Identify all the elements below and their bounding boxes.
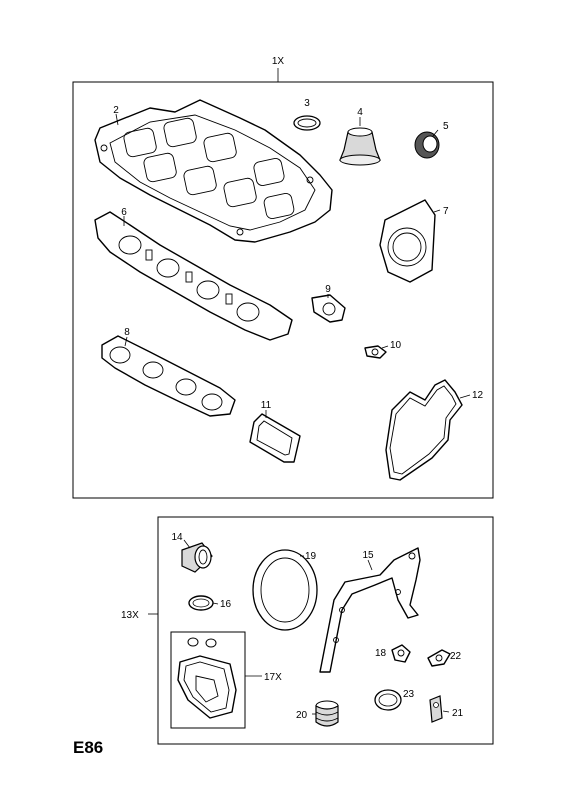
oil-cooler-gasket-set[interactable]: [177, 637, 237, 719]
flat-ring-gasket[interactable]: [252, 549, 318, 631]
callout-16: 16: [220, 599, 232, 610]
callout-15: 15: [362, 550, 374, 561]
callout-10: 10: [390, 340, 402, 351]
callout-8: 8: [124, 327, 130, 338]
stem-seal[interactable]: [339, 127, 381, 166]
callout-5: 5: [443, 121, 449, 132]
leader-10: [381, 345, 389, 349]
callout-14: 14: [171, 532, 183, 543]
callout-18: 18: [375, 648, 387, 659]
o-ring-16[interactable]: [188, 595, 214, 611]
leader-14: [183, 539, 191, 549]
callout-12: 12: [472, 390, 484, 401]
o-ring-23[interactable]: [374, 689, 402, 711]
leader-5: [432, 129, 439, 137]
callout-21: 21: [452, 708, 464, 719]
callout-9: 9: [325, 284, 331, 295]
kit-1x-frame: [72, 81, 494, 499]
leader-12: [459, 394, 471, 399]
long-cover-gasket[interactable]: [319, 547, 421, 673]
rectangular-gasket[interactable]: [249, 413, 301, 463]
leader-7: [433, 209, 441, 213]
leader-21: [442, 710, 450, 713]
intake-manifold-gasket[interactable]: [94, 211, 293, 341]
cylinder-head-gasket[interactable]: [94, 99, 333, 243]
page-code: E86: [73, 738, 103, 757]
callout-20: 20: [296, 710, 308, 721]
small-flange-22[interactable]: [427, 649, 451, 667]
callout-11: 11: [261, 400, 272, 411]
small-flange-18[interactable]: [391, 644, 411, 663]
callout-23: 23: [403, 689, 415, 700]
callout-3: 3: [304, 98, 310, 109]
callout-7: 7: [443, 206, 449, 217]
oil-seal[interactable]: [414, 131, 440, 159]
leader-2: [115, 113, 119, 126]
leader-16: [212, 602, 219, 605]
callout-6: 6: [121, 207, 127, 218]
kit-1x-label: 1X: [272, 56, 285, 67]
exhaust-manifold-gasket[interactable]: [101, 335, 236, 417]
plug-bellows[interactable]: [315, 700, 339, 727]
small-gasket[interactable]: [364, 345, 387, 359]
callout-22: 22: [450, 651, 462, 662]
leader-8: [124, 336, 128, 347]
cover-gasket[interactable]: [379, 199, 436, 283]
small-block[interactable]: [429, 695, 443, 723]
crank-oil-seal[interactable]: [181, 542, 213, 573]
kit-13x-label: 13X: [121, 610, 139, 621]
seal-ring[interactable]: [293, 115, 321, 131]
callout-19: 19: [305, 551, 317, 562]
kit-17x-frame: [170, 631, 246, 729]
flange-gasket[interactable]: [311, 294, 346, 323]
timing-cover-gasket[interactable]: [385, 379, 463, 481]
leader-15: [367, 559, 373, 571]
callout-2: 2: [113, 105, 119, 116]
callout-17x: 17X: [264, 672, 282, 683]
kit-13x-frame: [157, 516, 494, 745]
callout-4: 4: [357, 107, 363, 118]
